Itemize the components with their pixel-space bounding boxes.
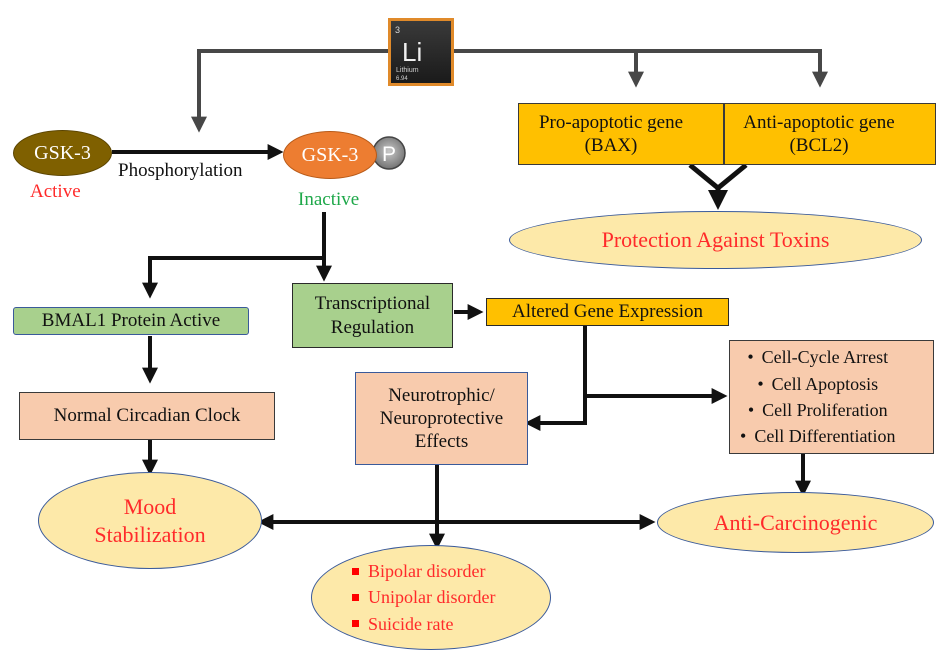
altered-gene-expression-box: Altered Gene Expression — [486, 298, 729, 326]
altered-gene-label: Altered Gene Expression — [512, 301, 703, 323]
bmal1-box: BMAL1 Protein Active — [13, 307, 249, 335]
gsk3-active-label: GSK-3 — [34, 141, 91, 164]
lithium-element-tile: 3 Li Lithium 6.94 — [388, 18, 454, 86]
neurotrophic-line3: Effects — [414, 431, 469, 453]
mood-stabilization-node: Mood Stabilization — [38, 472, 262, 569]
mood-line1: Mood — [123, 494, 177, 519]
gsk3-inactive-node: GSK-3 — [283, 131, 377, 179]
protection-label: Protection Against Toxins — [601, 227, 830, 252]
phosphate-label: P — [382, 143, 396, 166]
gsk-inactive-split-connector — [142, 212, 332, 299]
circadian-label: Normal Circadian Clock — [53, 405, 241, 427]
lithium-mass: 6.94 — [396, 76, 408, 82]
cell-effects-list: Cell-Cycle Arrest Cell Apoptosis Cell Pr… — [740, 344, 895, 449]
disorder-item: Bipolar disorder — [352, 558, 495, 584]
cell-effects-box: Cell-Cycle Arrest Cell Apoptosis Cell Pr… — [729, 340, 934, 454]
cell-effect-item: Cell-Cycle Arrest — [740, 344, 895, 370]
altered-gene-split-connector — [524, 325, 728, 431]
disorders-list: Bipolar disorder Unipolar disorder Suici… — [352, 558, 495, 636]
mood-line2: Stabilization — [94, 521, 206, 547]
anti-apoptotic-gene-box: Anti-apoptotic gene (BCL2) — [724, 103, 936, 165]
cell-effect-item: Cell Proliferation — [740, 397, 895, 423]
anti-carcinogenic-node: Anti-Carcinogenic — [657, 492, 934, 553]
pro-apoptotic-line2: (BAX) — [584, 135, 638, 156]
pro-apoptotic-gene-box: Pro-apoptotic gene (BAX) — [518, 103, 724, 165]
gsk3-active-node: GSK-3 — [13, 130, 112, 176]
lithium-name: Lithium — [396, 67, 419, 74]
neurotrophic-effects-box: Neurotrophic/ Neuroprotective Effects — [355, 372, 528, 465]
disorder-item: Suicide rate — [352, 611, 495, 637]
lithium-connector — [191, 49, 828, 133]
anti-apoptotic-line2: (BCL2) — [789, 135, 849, 156]
anti-carcinogenic-label: Anti-Carcinogenic — [713, 509, 878, 535]
normal-circadian-clock-box: Normal Circadian Clock — [19, 392, 275, 440]
gsk3-active-state: Active — [30, 181, 81, 202]
disorders-node: Bipolar disorder Unipolar disorder Suici… — [311, 545, 551, 650]
phosphorylation-label: Phosphorylation — [118, 160, 243, 181]
neurotrophic-line2: Neuroprotective — [379, 407, 504, 429]
cell-effect-item: Cell Differentiation — [740, 423, 895, 449]
disorder-item: Unipolar disorder — [352, 584, 495, 610]
lithium-atomic-number: 3 — [395, 25, 400, 35]
lithium-symbol: Li — [402, 37, 422, 67]
cell-effect-item: Cell Apoptosis — [740, 371, 895, 397]
bmal1-label: BMAL1 Protein Active — [41, 310, 221, 332]
transcriptional-line1: Transcriptional — [314, 293, 431, 315]
pro-apoptotic-line1: Pro-apoptotic gene — [538, 111, 684, 133]
gsk3-inactive-state: Inactive — [298, 189, 360, 210]
apoptosis-merge-connector — [688, 163, 748, 211]
gsk3-inactive-label: GSK-3 — [301, 143, 359, 166]
protection-against-toxins-node: Protection Against Toxins — [509, 211, 922, 269]
transcriptional-line2: Regulation — [330, 316, 415, 338]
neurotrophic-hub-connector — [257, 465, 656, 550]
transcriptional-regulation-box: Transcriptional Regulation — [292, 283, 453, 348]
neurotrophic-line1: Neurotrophic/ — [388, 384, 495, 406]
anti-apoptotic-line1: Anti-apoptotic gene — [743, 111, 895, 133]
